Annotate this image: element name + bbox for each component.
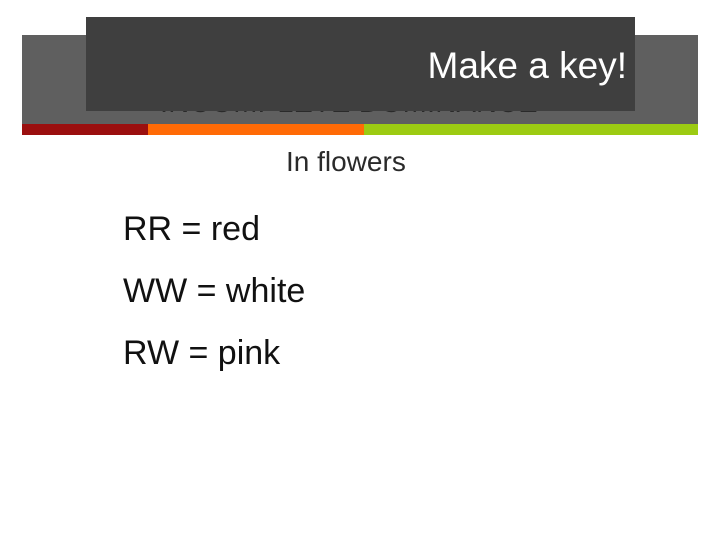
make-a-key-overlay: Make a key! bbox=[86, 17, 635, 111]
key-item-white: WW = white bbox=[123, 272, 306, 310]
accent-bar-red bbox=[22, 124, 148, 135]
accent-bar-green bbox=[364, 124, 698, 135]
accent-bar-orange bbox=[148, 124, 364, 135]
key-item-pink: RW = pink bbox=[123, 334, 281, 372]
slide-subtitle: In flowers bbox=[286, 146, 406, 177]
key-item-red: RR = red bbox=[123, 210, 260, 248]
overlay-label: Make a key! bbox=[427, 45, 627, 86]
key-list: RR = red WW = white RW = pink bbox=[123, 198, 305, 384]
